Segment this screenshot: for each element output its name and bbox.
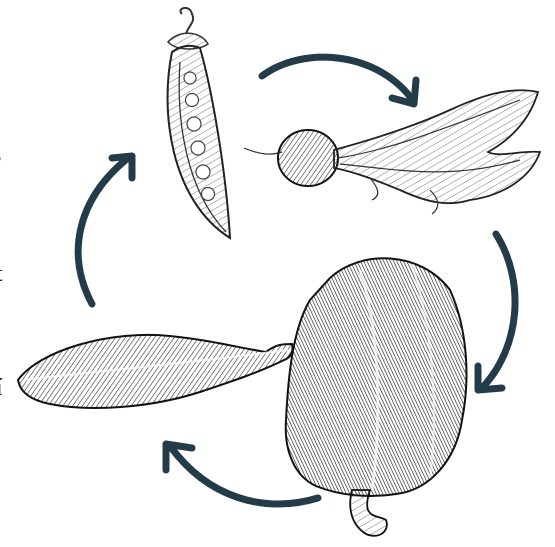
bell-pepper-illustration [286, 258, 467, 536]
arrow-beet-to-pepper [478, 234, 515, 390]
pea-pod-illustration [168, 8, 230, 238]
arrow-leaf-to-pea [78, 156, 132, 304]
beetroot-illustration [244, 90, 540, 214]
arrow-pea-to-beet [262, 57, 416, 104]
leaf-illustration [18, 335, 293, 408]
